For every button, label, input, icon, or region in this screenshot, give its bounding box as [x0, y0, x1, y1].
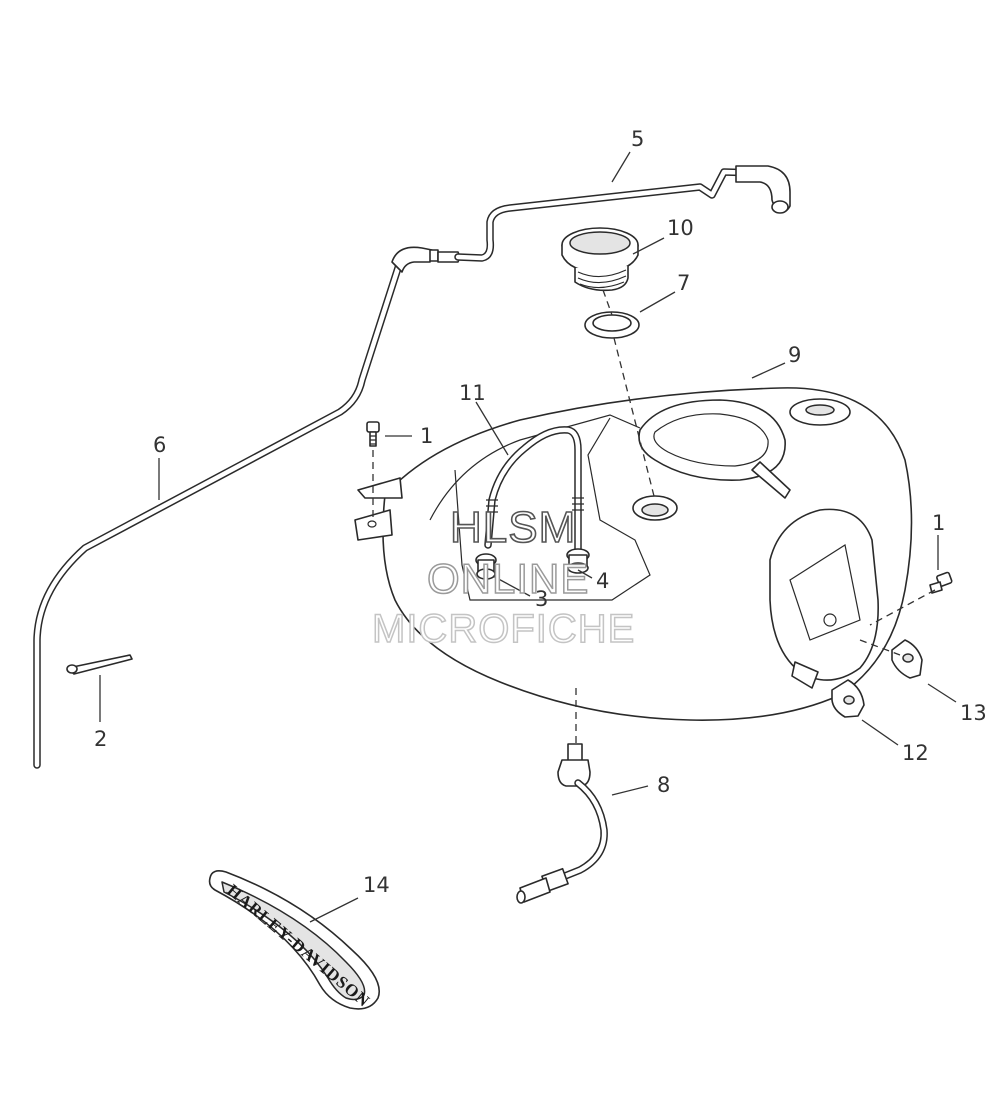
fuel-line-8 [516, 743, 608, 904]
callout-10: 10 [667, 216, 694, 240]
mount-12 [831, 679, 865, 718]
callout-5: 5 [631, 127, 644, 151]
leader-lines [99, 151, 957, 923]
fitting-4 [566, 548, 590, 574]
emblem-14: HARLEY-DAVIDSON [208, 870, 380, 1011]
gasket-7 [584, 311, 640, 339]
callout-numbers: 1 1 2 3 4 5 6 7 8 9 10 11 12 13 14 [94, 127, 987, 897]
vent-tube-5 [454, 165, 791, 262]
callout-14: 14 [363, 873, 390, 897]
watermark: HLSM ONLINE MICROFICHE [371, 502, 635, 652]
fuel-tank-9 [354, 387, 913, 721]
cable-strap-2 [66, 654, 133, 675]
watermark-line-3: MICROFICHE [372, 607, 635, 651]
callout-7: 7 [677, 271, 690, 295]
callout-9: 9 [788, 343, 801, 367]
mount-13 [891, 639, 923, 679]
emblem-lettering: HARLEY-DAVIDSON [223, 881, 373, 1011]
vent-hose-6 [33, 246, 461, 769]
callout-8: 8 [657, 773, 670, 797]
screw-1-right [929, 571, 953, 594]
callout-4: 4 [596, 569, 609, 593]
crossover-hose-11 [484, 426, 584, 564]
callout-12: 12 [902, 741, 929, 765]
fuel-cap-10 [561, 227, 639, 292]
callout-11: 11 [459, 381, 486, 405]
callout-2: 2 [94, 727, 107, 751]
watermark-line-2: ONLINE [427, 555, 589, 602]
callout-3: 3 [535, 587, 548, 611]
callout-1-right: 1 [932, 511, 945, 535]
fitting-3 [475, 553, 497, 580]
watermark-line-1: HLSM [450, 503, 576, 552]
callout-13: 13 [960, 701, 987, 725]
callout-1-left: 1 [420, 424, 433, 448]
screw-1-left [366, 421, 380, 447]
assembly-lines [372, 289, 936, 744]
callout-6: 6 [153, 433, 166, 457]
